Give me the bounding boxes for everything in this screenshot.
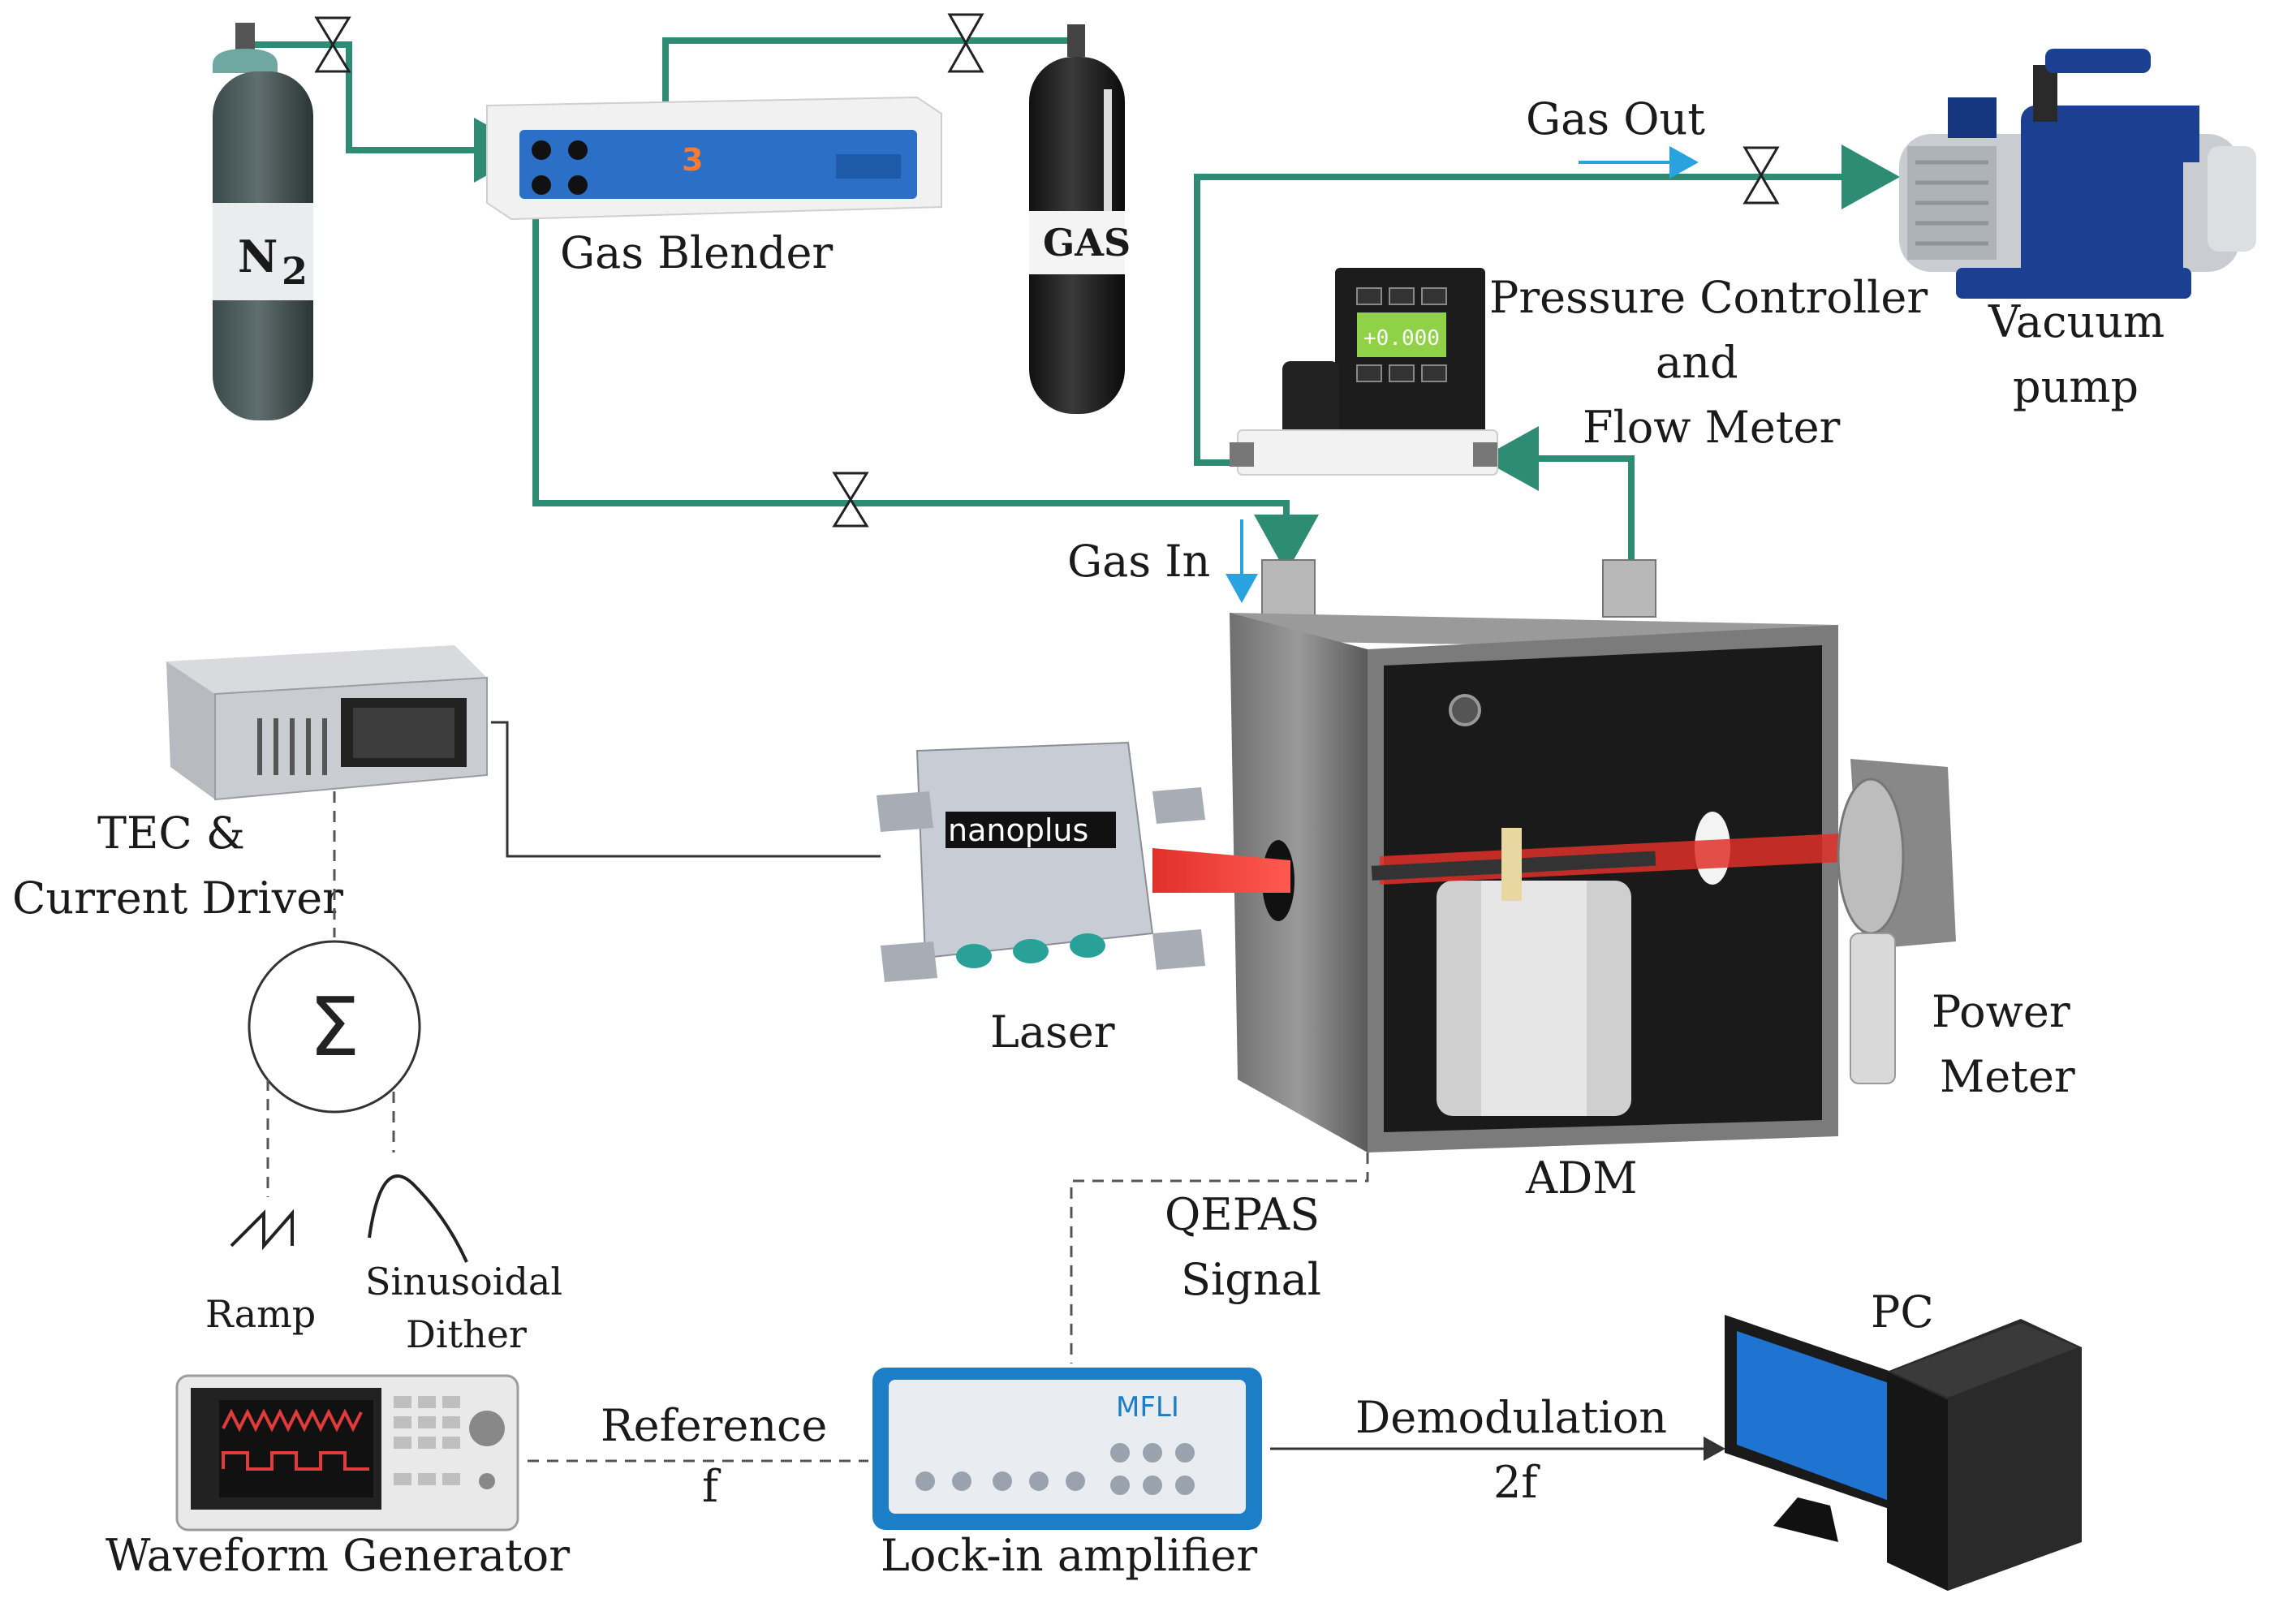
demodulation-label-1: Demodulation — [1355, 1392, 1667, 1443]
pc — [1725, 1315, 2082, 1591]
pressure-display-value: +0.000 — [1363, 326, 1440, 351]
reference-label-1: Reference — [601, 1400, 827, 1451]
summation-node — [248, 940, 421, 1114]
pressure-controller-label-3: Flow Meter — [1583, 402, 1841, 453]
gas-label: GAS — [1043, 221, 1131, 265]
n2-label: N — [238, 230, 278, 282]
valve-icon — [947, 13, 984, 73]
power-meter — [1837, 759, 1956, 1084]
tec-label-2: Current Driver — [12, 872, 343, 924]
gas-cylinder: GAS — [1029, 24, 1131, 414]
laser-brand-label: nanoplus — [948, 812, 1088, 848]
vacuum-pump — [1899, 49, 2256, 299]
gas-in-label: Gas In — [1067, 536, 1210, 587]
n2-subscript: 2 — [282, 249, 308, 293]
sinusoidal-label-1: Sinusoidal — [365, 1260, 562, 1303]
sine-wave-icon — [368, 1174, 468, 1263]
qepas-label-2: Signal — [1181, 1254, 1321, 1305]
power-meter-label-1: Power — [1932, 986, 2070, 1037]
vacuum-pump-label-1: Vacuum — [1988, 296, 2165, 347]
laser-module: nanoplus — [877, 741, 1205, 982]
valve-icons — [314, 13, 1780, 528]
laser-label: Laser — [990, 1006, 1115, 1058]
power-meter-label-2: Meter — [1940, 1051, 2075, 1102]
gas-blender-label: Gas Blender — [560, 227, 833, 278]
sigma-icon: Σ — [308, 980, 360, 1075]
reference-label-2: f — [702, 1461, 722, 1512]
qepas-label-1: QEPAS — [1165, 1189, 1320, 1240]
vacuum-pump-label-2: pump — [2013, 361, 2139, 412]
pressure-controller: +0.000 — [1230, 268, 1498, 476]
n2-cylinder: N 2 — [213, 23, 313, 420]
lockin-brand-label: MFLI — [1116, 1391, 1179, 1424]
tec-laser-wire — [491, 721, 881, 858]
lockin-label: Lock-in amplifier — [881, 1530, 1257, 1581]
laser-beam — [1152, 828, 1875, 901]
gas-out-label: Gas Out — [1526, 93, 1705, 144]
blender-channel-number: 3 — [682, 142, 703, 178]
tec-driver — [166, 645, 488, 801]
pc-label: PC — [1871, 1286, 1934, 1338]
valve-icon — [1742, 146, 1780, 205]
valve-icon — [314, 16, 351, 73]
qepas-signal-line — [1070, 1152, 1369, 1364]
lockin-amplifier: MFLI — [872, 1368, 1262, 1530]
pressure-controller-label-1: Pressure Controller — [1489, 272, 1928, 323]
ramp-label: Ramp — [205, 1292, 316, 1336]
ramp-icon — [230, 1208, 294, 1251]
demodulation-label-2: 2f — [1493, 1457, 1540, 1508]
gas-blender: 3 — [486, 96, 942, 221]
pressure-controller-label-2: and — [1656, 337, 1738, 388]
waveform-generator-label: Waveform Generator — [106, 1530, 570, 1581]
sinusoidal-label-2: Dither — [406, 1312, 527, 1356]
valve-icon — [832, 472, 869, 528]
adm-label: ADM — [1525, 1152, 1638, 1204]
waveform-generator — [175, 1374, 519, 1532]
tec-label-1: TEC & — [97, 808, 245, 859]
